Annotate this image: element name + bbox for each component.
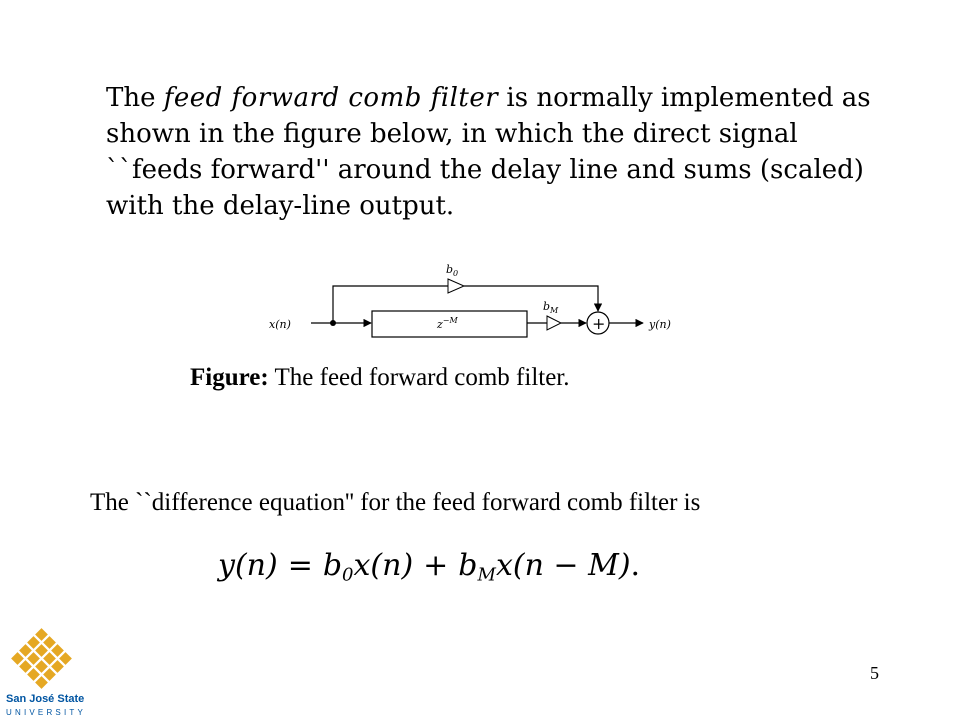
intro-paragraph: The feed forward comb filter is normally… xyxy=(106,80,896,224)
logo-line2: UNIVERSITY xyxy=(6,708,86,717)
delay-box xyxy=(371,310,528,338)
eq-end: . xyxy=(630,548,641,583)
eq-plus: + xyxy=(423,548,449,583)
eq-equals: = xyxy=(287,548,313,583)
gain-bm-triangle xyxy=(546,315,563,331)
sum-symbol: + xyxy=(592,314,605,333)
figure-caption: Figure: The feed forward comb filter. xyxy=(190,364,570,392)
delay-label: z−M xyxy=(436,316,459,331)
comb-filter-diagram: x(n) b0 z−M bM + y(n) xyxy=(269,263,671,338)
page-number: 5 xyxy=(870,663,879,683)
eq-lhs: y(n) xyxy=(218,548,278,583)
output-label: y(n) xyxy=(648,318,671,331)
diamond-lattice-icon xyxy=(11,628,72,689)
gain-b0-triangle xyxy=(447,278,466,294)
intro-lead: The xyxy=(106,83,156,113)
equation-intro: The ``difference equation'' for the feed… xyxy=(90,489,701,516)
eq-t2-sub: M xyxy=(477,564,496,586)
gain-bm-label: bM xyxy=(543,300,559,315)
input-label: x(n) xyxy=(269,318,291,331)
eq-t1-coef: b xyxy=(322,548,343,583)
logo-line1: San José State xyxy=(6,693,84,705)
caption-text: The feed forward comb filter. xyxy=(274,364,570,391)
eq-t1-sub: 0 xyxy=(342,564,354,586)
gain-b0-label: b0 xyxy=(446,263,458,278)
intro-rest: is normally implemented as shown in the … xyxy=(106,83,871,221)
feedforward-wire-right xyxy=(464,285,603,312)
eq-t2-coef: b xyxy=(458,548,478,583)
eq-t2-arg: x(n − M) xyxy=(495,548,631,583)
caption-label: Figure: xyxy=(190,364,269,391)
difference-equation: y(n)=b0x(n)+bMx(n − M). xyxy=(218,546,640,595)
intro-emphasis: feed forward comb filter xyxy=(163,83,499,113)
university-logo: San José State UNIVERSITY xyxy=(6,628,86,717)
feedforward-wire-left xyxy=(332,285,448,323)
eq-t1-arg: x(n) xyxy=(353,548,414,583)
